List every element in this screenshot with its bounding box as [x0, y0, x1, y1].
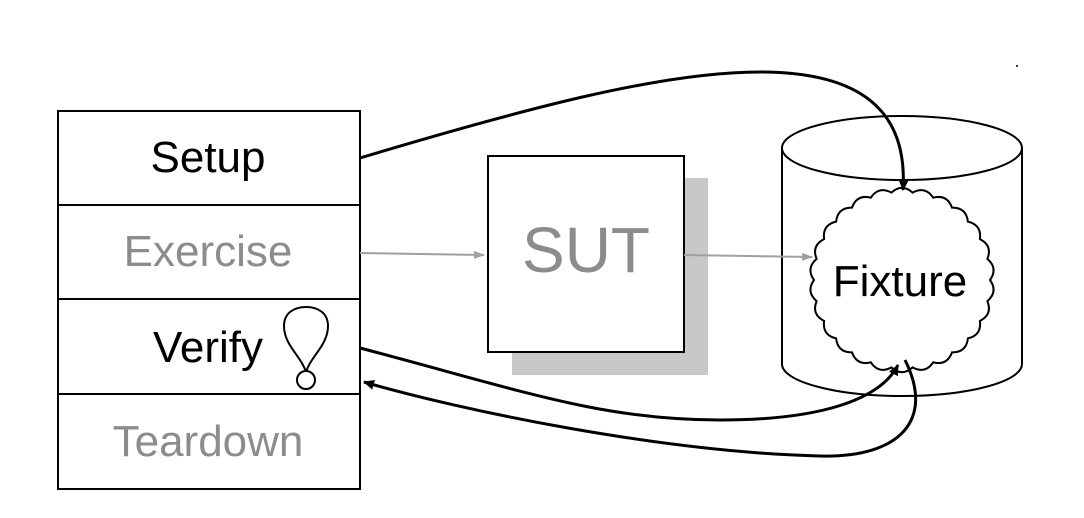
fixture-label: Fixture: [833, 257, 967, 306]
phase-exercise-label: Exercise: [124, 227, 293, 276]
phase-teardown-label: Teardown: [113, 417, 304, 466]
fixture-cloud: Fixture: [809, 186, 995, 374]
sut-box: SUT: [487, 155, 708, 375]
stray-dot: [1016, 65, 1018, 67]
arrows: [359, 70, 918, 458]
sut-label: SUT: [522, 214, 650, 286]
exercise-to-sut-arrow: [359, 250, 485, 259]
phase-setup-label: Setup: [151, 133, 266, 182]
sut-to-fixture-arrow: [683, 252, 813, 261]
setup-to-fixture-arrow: [359, 70, 909, 191]
fixture-cloud-outline: [809, 186, 995, 374]
verify-to-fixture-arrow: [359, 346, 900, 422]
sut-frame: [487, 155, 685, 353]
fixture-to-teardown-arrow: [363, 359, 918, 458]
phase-verify-label: Verify: [153, 323, 263, 372]
lightbulb-icon: [282, 305, 330, 390]
phase-stack: Setup Exercise Verify Teardown: [57, 110, 361, 490]
